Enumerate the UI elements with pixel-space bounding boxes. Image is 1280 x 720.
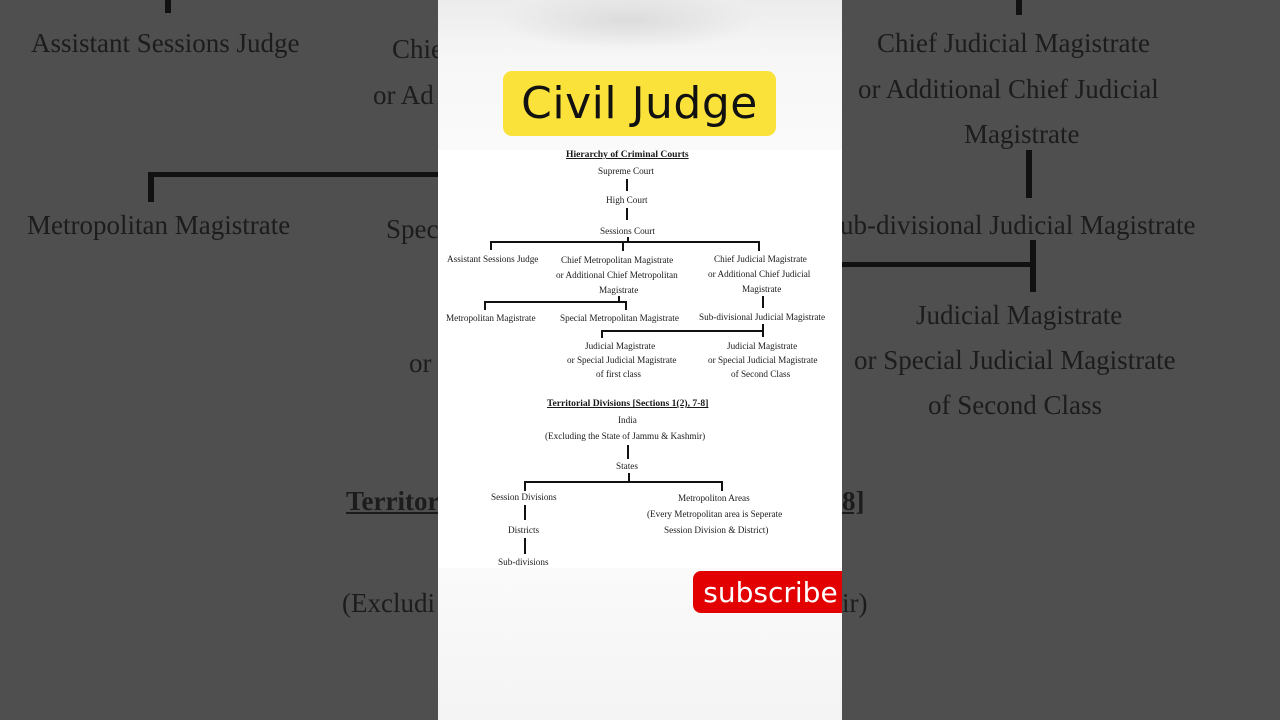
bg-text: or [409,348,432,378]
connector-line [626,179,628,191]
connector-line [484,301,627,303]
node-cjm-line3: Magistrate [742,284,782,294]
connector-line [622,241,624,251]
node-sub-divisional-jm: Sub-divisional Judicial Magistrate [699,312,826,322]
title-badge: Civil Judge [503,71,776,136]
node-states: States [616,461,638,471]
bg-text: ub-divisional Judicial Magistrate [840,210,1196,240]
bg-text: (Excludi [342,588,435,618]
connector-line [601,330,764,332]
connector-line [625,301,627,310]
document-page: Hierarchy of Criminal Courts Supreme Cou… [438,149,842,568]
node-supreme-court: Supreme Court [598,166,654,176]
node-jm-first-line2: or Special Judicial Magistrate [567,355,677,365]
connector-line [842,262,1034,267]
bg-text: Magistrate [964,119,1080,149]
node-cmm-line3: Magistrate [599,285,639,295]
bg-text: Metropolitan Magistrate [27,210,291,240]
bg-text: Chie [392,34,443,64]
bg-text: Assistant Sessions Judge [31,28,300,58]
bg-text: or Special Judicial Magistrate [854,345,1176,375]
bg-text: Spec [386,214,439,244]
bg-text: Judicial Magistrate [916,300,1123,330]
bg-text: Territor [346,486,440,516]
connector-line [1016,0,1022,15]
bg-text: Chief Judicial Magistrate [877,28,1150,58]
node-cjm-line2: or Additional Chief Judicial [708,269,811,279]
subscribe-button[interactable]: subscribe [693,571,842,613]
node-sessions-court: Sessions Court [600,226,655,236]
connector-line [618,296,620,302]
connector-line [524,538,526,554]
node-metropolitan-magistrate: Metropolitan Magistrate [446,313,536,323]
connector-line [148,172,440,177]
node-special-metropolitan-magistrate: Special Metropolitan Magistrate [560,313,679,323]
node-sub-divisions: Sub-divisions [498,557,549,567]
bg-text: of Second Class [928,390,1102,420]
node-jm-first-line1: Judicial Magistrate [585,341,656,351]
connector-line [484,301,486,310]
node-districts: Districts [508,525,540,535]
connector-line [524,481,723,483]
bg-text: or Additional Chief Judicial [858,74,1159,104]
node-jm-second-line2: or Special Judicial Magistrate [708,355,818,365]
node-india: India [618,415,637,425]
connector-line [524,481,526,491]
connector-line [1026,150,1032,198]
node-excluding-note: (Excluding the State of Jammu & Kashmir) [545,431,706,441]
node-metro-note-1: (Every Metropolitan area is Seperate [647,509,783,519]
node-metropolitan-areas: Metropoliton Areas [678,493,750,503]
connector-line [626,208,628,220]
node-metro-note-2: Session Division & District) [664,525,769,535]
node-session-divisions: Session Divisions [491,492,557,502]
connector-line [601,330,603,338]
bg-text: or Ad [373,80,434,110]
connector-line [148,172,154,202]
connector-line [490,241,492,250]
connector-line [762,296,764,308]
connector-line [721,481,723,491]
bg-text: ir) [842,588,868,618]
connector-line [165,0,171,13]
territorial-heading: Territorial Divisions [Sections 1(2), 7-… [547,398,709,409]
node-jm-second-line1: Judicial Magistrate [727,341,798,351]
bg-text: 8] [842,486,865,516]
connector-line [758,241,760,251]
connector-line [627,237,629,242]
video-frame: Civil Judge Hierarchy of Criminal Courts… [438,0,842,720]
node-jm-first-line3: of first class [596,369,641,379]
node-cmm-line1: Chief Metropolitan Magistrate [561,255,674,265]
connector-line [524,505,526,520]
connector-line [627,445,629,459]
criminal-courts-heading: Hierarchy of Criminal Courts [566,149,689,160]
node-jm-second-line3: of Second Class [731,369,791,379]
node-high-court: High Court [606,195,648,205]
node-cjm-line1: Chief Judicial Magistrate [714,254,807,264]
connector-line [490,241,760,243]
node-cmm-line2: or Additional Chief Metropolitan [556,270,678,280]
connector-line [628,473,630,482]
node-assistant-sessions-judge: Assistant Sessions Judge [447,254,539,264]
